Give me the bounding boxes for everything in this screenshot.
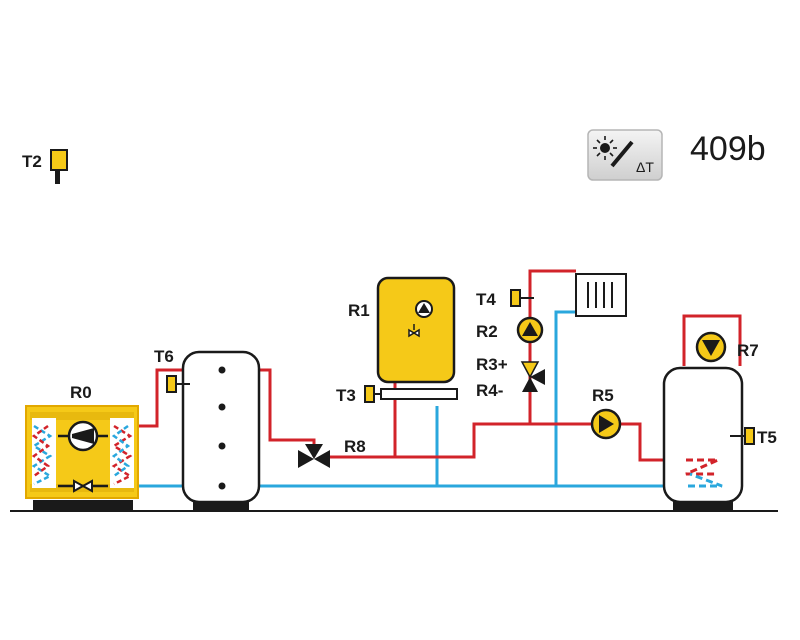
label-r0: R0 <box>70 383 92 402</box>
circulation-pump-r2 <box>516 316 544 344</box>
hot-water-tank <box>662 366 744 511</box>
solar-delta-t-icon: ΔT <box>587 129 663 181</box>
scheme-code: 409b <box>690 130 766 168</box>
label-r1: R1 <box>348 301 370 320</box>
sensor-t4 <box>510 289 534 307</box>
label-t6: T6 <box>154 347 174 366</box>
boiler-unit-r1 <box>376 276 456 384</box>
label-r4: R4- <box>476 381 503 400</box>
outdoor-sensor-t2 <box>50 149 68 184</box>
sensor-t5 <box>730 427 755 445</box>
circulation-pump-r7 <box>695 331 727 363</box>
label-t2: T2 <box>22 152 42 171</box>
heat-source-r0 <box>25 405 139 511</box>
sensor-t6 <box>166 375 190 393</box>
buffer-tank <box>181 350 261 511</box>
label-r2: R2 <box>476 322 498 341</box>
label-r3: R3+ <box>476 355 508 374</box>
radiator <box>575 273 627 317</box>
label-t5: T5 <box>757 428 777 447</box>
label-r7: R7 <box>737 341 759 360</box>
charging-pump-r5 <box>590 408 622 440</box>
expansion-valve-icon <box>73 479 93 493</box>
label-t4: T4 <box>476 290 496 309</box>
sensor-t3 <box>364 385 458 403</box>
mode-icon-text: ΔT <box>636 159 654 175</box>
three-way-valve-r8 <box>298 444 330 468</box>
label-r8: R8 <box>344 437 366 456</box>
mixing-valve-r3-r4 <box>520 361 545 392</box>
label-r5: R5 <box>592 386 614 405</box>
label-t3: T3 <box>336 386 356 405</box>
